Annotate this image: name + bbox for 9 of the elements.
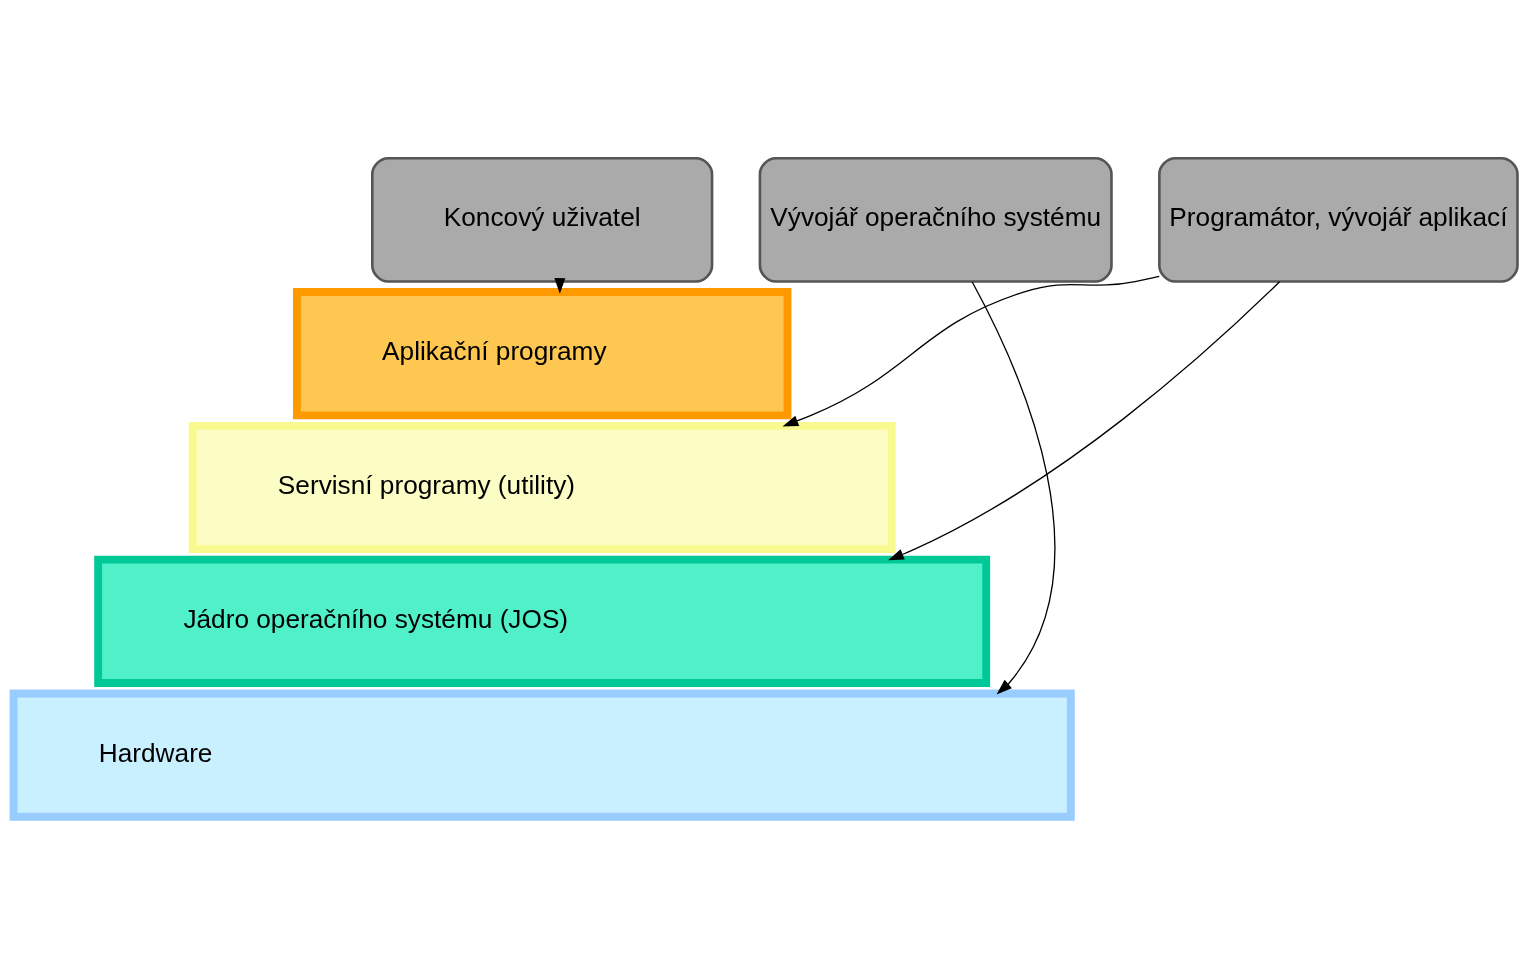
arrow: [971, 281, 1056, 695]
arrow: [782, 275, 1160, 427]
arrow: [888, 281, 1281, 561]
node-box: Hardware: [9, 689, 1075, 821]
node-box: Servisní programy (utility): [188, 421, 896, 554]
node-box: Vývojář operačního systému: [758, 156, 1113, 283]
node-box: Jádro operačního systému (JOS): [94, 555, 991, 687]
node-box: Programátor, vývojář aplikací: [1158, 156, 1519, 283]
node-box: Aplikační programy: [292, 288, 792, 420]
